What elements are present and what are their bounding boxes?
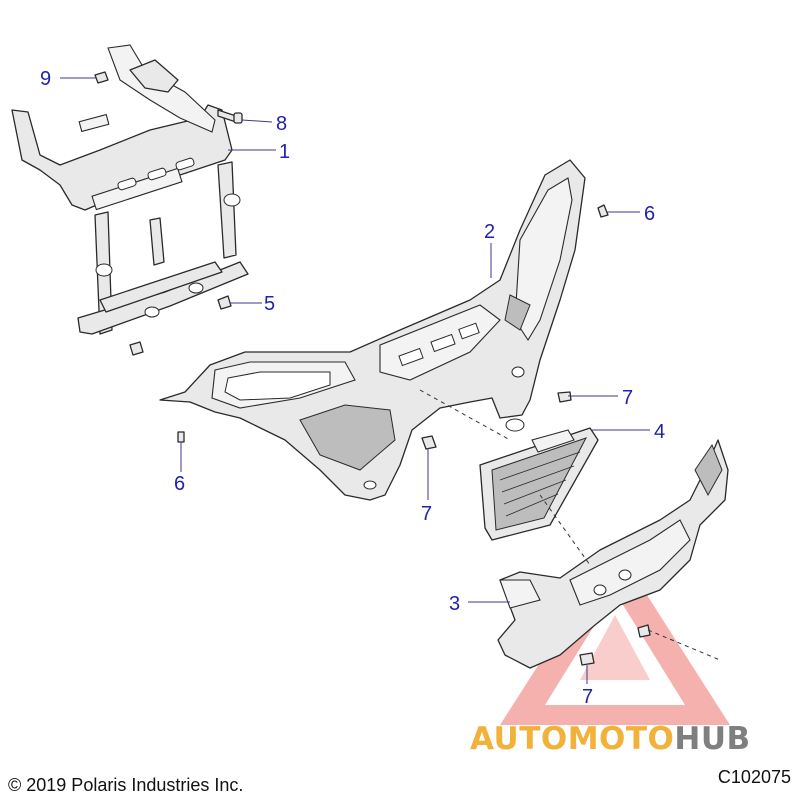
watermark-text: AUTOMOTOHUB (470, 721, 751, 757)
leader-lines (60, 77, 650, 684)
callout-6-lower: 6 (174, 473, 185, 495)
watermark-logo (500, 545, 730, 725)
callout-3: 3 (449, 593, 460, 615)
part-2-front-frame (159, 159, 586, 501)
callout-4: 4 (654, 421, 665, 443)
figure-code: C102075 (717, 767, 791, 787)
callout-7-middle: 7 (421, 503, 432, 525)
nut-9 (94, 71, 109, 84)
callout-9: 9 (40, 68, 51, 90)
callout-6-upper: 6 (644, 203, 655, 225)
part-1-rack-frame (11, 44, 249, 335)
callout-5: 5 (264, 293, 275, 315)
callout-1: 1 (279, 141, 290, 163)
callout-7-upper: 7 (622, 387, 633, 409)
part-4-grille (479, 427, 599, 541)
svg-text:AUTOMOTOHUB: AUTOMOTOHUB (470, 721, 751, 757)
callout-labels: 9 8 1 6 2 5 7 4 6 7 3 7 (40, 68, 665, 708)
hardware-bolts (94, 71, 651, 666)
watermark-suffix: HUB (674, 721, 750, 757)
callout-8: 8 (276, 113, 287, 135)
alignment-lines (419, 389, 721, 661)
watermark-prefix: AUTOMOTO (470, 721, 674, 757)
callout-7-lower: 7 (582, 686, 593, 708)
callout-2: 2 (484, 221, 495, 243)
part-3-lower-bumper (497, 439, 729, 669)
copyright-notice: © 2019 Polaris Industries Inc. (8, 775, 244, 795)
